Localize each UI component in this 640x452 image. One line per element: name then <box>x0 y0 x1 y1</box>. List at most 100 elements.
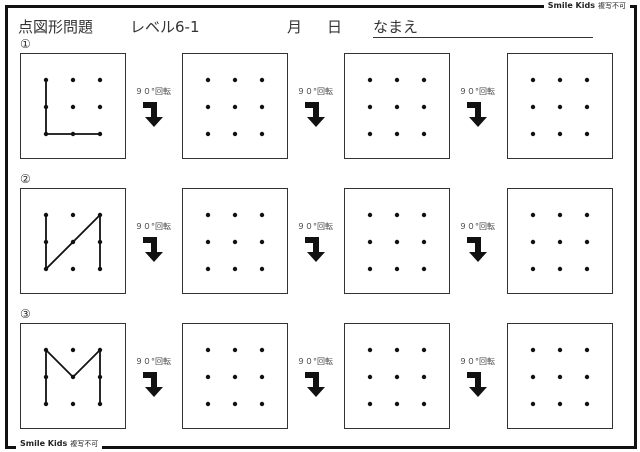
grid-dot <box>584 266 590 272</box>
grid-dot <box>232 401 238 407</box>
grid-dot <box>530 266 536 272</box>
grid-dot <box>232 212 238 218</box>
grid-dot <box>367 266 373 272</box>
grid-dot <box>70 104 76 110</box>
turn-arrow-icon <box>143 237 163 262</box>
grid-dot <box>232 239 238 245</box>
grid-dot <box>421 104 427 110</box>
answer-grid[interactable] <box>344 323 450 429</box>
rotate-label: ９０°回転 <box>297 87 333 96</box>
rotate-instruction: ９０°回転 <box>292 221 338 263</box>
rotate-label: ９０°回転 <box>459 222 495 231</box>
grid-dot <box>259 266 265 272</box>
grid-dot <box>43 77 49 83</box>
grid-dot <box>530 212 536 218</box>
grid-dot <box>530 401 536 407</box>
grid-dot <box>259 131 265 137</box>
name-field[interactable]: なまえ <box>373 16 593 38</box>
grid-dot <box>259 77 265 83</box>
grid-dot <box>232 77 238 83</box>
grid-dot <box>394 104 400 110</box>
grid-dot <box>232 347 238 353</box>
grid-dot <box>205 374 211 380</box>
grid-dot <box>232 104 238 110</box>
grid-dot <box>43 347 49 353</box>
rotate-instruction: ９０°回転 <box>292 86 338 128</box>
grid-dot <box>394 77 400 83</box>
page-border <box>5 5 637 449</box>
shape-line <box>72 349 101 378</box>
grid-dot <box>97 239 103 245</box>
example-grid <box>20 323 126 429</box>
grid-dot <box>70 266 76 272</box>
rotate-label: ９０°回転 <box>135 87 171 96</box>
rotate-instruction: ９０°回転 <box>454 86 500 128</box>
grid-dot <box>259 401 265 407</box>
answer-grid[interactable] <box>507 323 613 429</box>
grid-dot <box>421 347 427 353</box>
rotate-label: ９０°回転 <box>459 87 495 96</box>
grid-dot <box>530 77 536 83</box>
grid-dot <box>232 266 238 272</box>
answer-grid[interactable] <box>344 188 450 294</box>
answer-grid[interactable] <box>344 53 450 159</box>
answer-grid[interactable] <box>182 188 288 294</box>
grid-dot <box>97 212 103 218</box>
grid-dot <box>70 374 76 380</box>
turn-arrow-icon <box>467 237 487 262</box>
grid-dot <box>70 401 76 407</box>
grid-dot <box>367 347 373 353</box>
answer-grid[interactable] <box>182 53 288 159</box>
grid-dot <box>421 266 427 272</box>
grid-dot <box>43 401 49 407</box>
grid-dot <box>70 212 76 218</box>
grid-dot <box>557 104 563 110</box>
grid-dot <box>367 239 373 245</box>
grid-dot <box>530 104 536 110</box>
grid-dot <box>232 374 238 380</box>
grid-dot <box>205 77 211 83</box>
grid-dot <box>43 374 49 380</box>
grid-dot <box>421 131 427 137</box>
grid-dot <box>97 131 103 137</box>
grid-dot <box>394 212 400 218</box>
grid-dot <box>421 401 427 407</box>
grid-dot <box>70 239 76 245</box>
grid-dot <box>43 212 49 218</box>
turn-arrow-icon <box>143 102 163 127</box>
rotate-label: ９０°回転 <box>459 357 495 366</box>
rotate-instruction: ９０°回転 <box>130 221 176 263</box>
copy-notice: 複写不可 <box>598 2 626 10</box>
grid-dot <box>259 239 265 245</box>
turn-arrow-icon <box>467 372 487 397</box>
grid-dot <box>584 77 590 83</box>
grid-dot <box>394 374 400 380</box>
grid-dot <box>367 401 373 407</box>
turn-arrow-icon <box>305 237 325 262</box>
turn-arrow-icon <box>467 102 487 127</box>
grid-dot <box>557 401 563 407</box>
grid-dot <box>584 104 590 110</box>
grid-dot <box>97 104 103 110</box>
grid-dot <box>205 104 211 110</box>
example-grid <box>20 53 126 159</box>
answer-grid[interactable] <box>507 188 613 294</box>
grid-dot <box>43 131 49 137</box>
grid-dot <box>70 77 76 83</box>
grid-dot <box>367 131 373 137</box>
grid-dot <box>97 347 103 353</box>
grid-dot <box>367 104 373 110</box>
grid-dot <box>367 77 373 83</box>
grid-dot <box>530 347 536 353</box>
answer-grid[interactable] <box>507 53 613 159</box>
grid-dot <box>259 212 265 218</box>
day-label: 日 <box>327 18 343 36</box>
grid-dot <box>259 347 265 353</box>
answer-grid[interactable] <box>182 323 288 429</box>
rotate-instruction: ９０°回転 <box>454 221 500 263</box>
grid-dot <box>43 104 49 110</box>
brand-name: Smile Kids <box>20 439 68 448</box>
grid-dot <box>205 239 211 245</box>
